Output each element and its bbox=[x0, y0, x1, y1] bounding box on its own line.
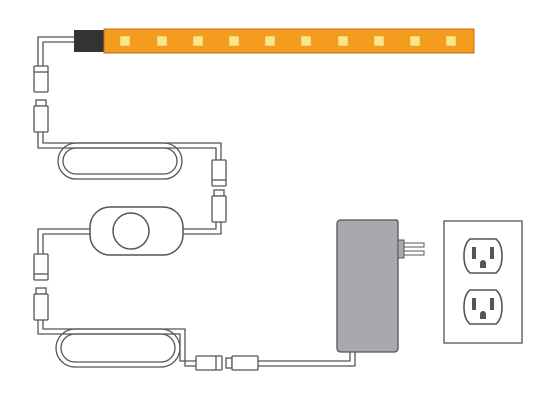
power-adapter-prong-icon bbox=[403, 242, 425, 248]
led-chip bbox=[192, 35, 204, 47]
led-chip bbox=[373, 35, 385, 47]
cable-adapter-out bbox=[258, 352, 351, 362]
cable-strip-to-connector bbox=[37, 36, 76, 66]
led-chips bbox=[119, 35, 457, 47]
cable-connector-icon bbox=[33, 253, 49, 321]
cable-dimmer-left bbox=[37, 228, 90, 254]
connectors bbox=[33, 65, 259, 371]
cable-coil-upper bbox=[57, 142, 183, 180]
led-chip bbox=[156, 35, 168, 47]
led-strip bbox=[74, 28, 475, 54]
duplex-outlet-icon bbox=[463, 238, 503, 325]
led-chip bbox=[119, 35, 131, 47]
led-chip bbox=[228, 35, 240, 47]
led-chip bbox=[409, 35, 421, 47]
cable-connector-icon bbox=[33, 65, 49, 133]
power-adapter-prong-icon bbox=[403, 250, 425, 256]
cable-dimmer-left-inner bbox=[42, 233, 90, 254]
wall-outlet bbox=[443, 220, 523, 344]
led-chip bbox=[300, 35, 312, 47]
led-chip bbox=[337, 35, 349, 47]
cable-connector-icon bbox=[195, 355, 259, 371]
cable-lower-run-inner bbox=[42, 320, 196, 367]
cable-to-dimmer-right bbox=[183, 222, 217, 230]
receptacle-lower bbox=[463, 289, 503, 325]
inline-dimmer bbox=[89, 206, 184, 256]
power-adapter-plug-base bbox=[397, 239, 405, 259]
cable-connector-to-dimmer-inner bbox=[42, 132, 222, 160]
led-chip bbox=[264, 35, 276, 47]
power-adapter bbox=[336, 219, 425, 353]
led-chip bbox=[445, 35, 457, 47]
receptacle-upper bbox=[463, 238, 503, 274]
cable-runs bbox=[37, 36, 356, 367]
cable-adapter-out-inner bbox=[258, 352, 356, 367]
power-adapter-icon bbox=[336, 219, 399, 353]
cable-coil-lower bbox=[55, 328, 181, 368]
cable-connector-icon bbox=[211, 159, 227, 223]
led-strip-end-cap bbox=[74, 30, 104, 52]
cable-to-dimmer-right-inner bbox=[183, 222, 222, 235]
cable-strip-to-connector-inner bbox=[42, 41, 76, 66]
dimmer-knob-icon bbox=[112, 212, 150, 250]
